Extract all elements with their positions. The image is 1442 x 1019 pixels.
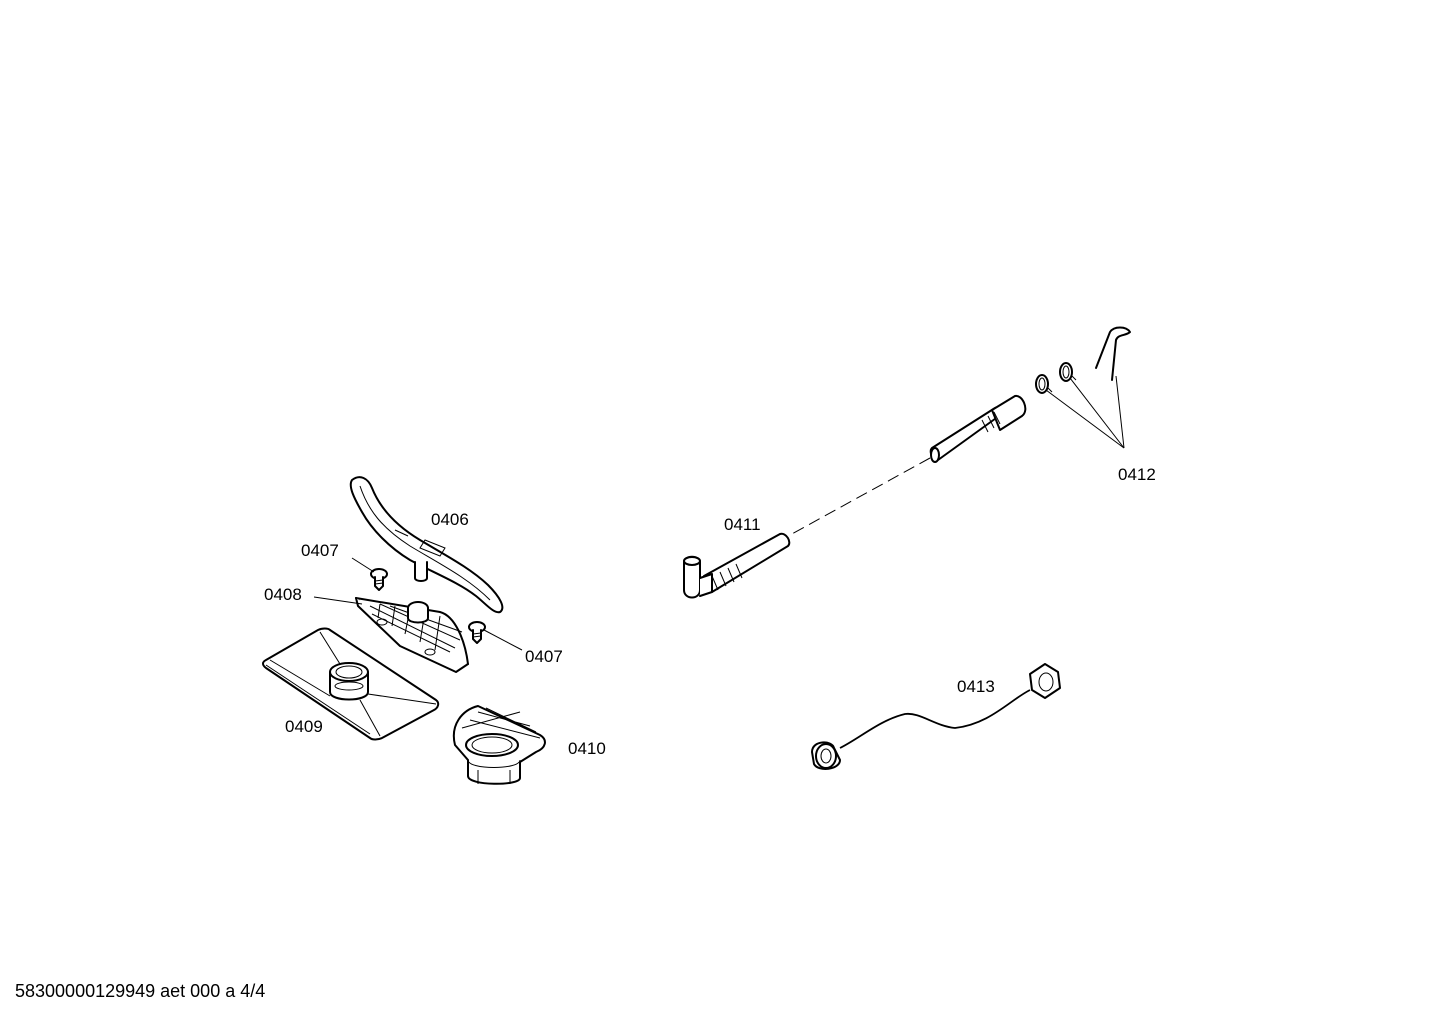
flat-filter-part xyxy=(262,627,440,741)
leader-0407-lower xyxy=(483,629,523,651)
hose-part xyxy=(811,663,1061,770)
leader-0407-upper xyxy=(351,557,375,573)
part-label-0409: 0409 xyxy=(285,717,323,736)
leader-0412-b xyxy=(1069,377,1125,449)
part-label-0410: 0410 xyxy=(568,739,606,758)
part-label-0406: 0406 xyxy=(431,510,469,529)
screw-part-lower xyxy=(468,621,486,644)
part-label-0413: 0413 xyxy=(957,677,995,696)
spray-arm-part xyxy=(349,476,504,614)
part-label-0407-lower: 0407 xyxy=(525,647,563,666)
clamps-part xyxy=(1035,326,1131,394)
tube-part xyxy=(683,394,1027,599)
screw-part-upper xyxy=(370,568,388,591)
document-id-label: 58300000129949 aet 000 a 4/4 xyxy=(15,981,265,1001)
part-label-0408: 0408 xyxy=(264,585,302,604)
part-label-0411: 0411 xyxy=(724,515,761,534)
filter-plate-part xyxy=(355,597,469,673)
leader-0412-c xyxy=(1115,375,1125,449)
leader-0412-a xyxy=(1045,389,1125,449)
part-label-0412: 0412 xyxy=(1118,465,1156,484)
part-label-0407-upper: 0407 xyxy=(301,541,339,560)
leader-0408 xyxy=(313,596,363,605)
filter-cup-part xyxy=(452,705,546,785)
